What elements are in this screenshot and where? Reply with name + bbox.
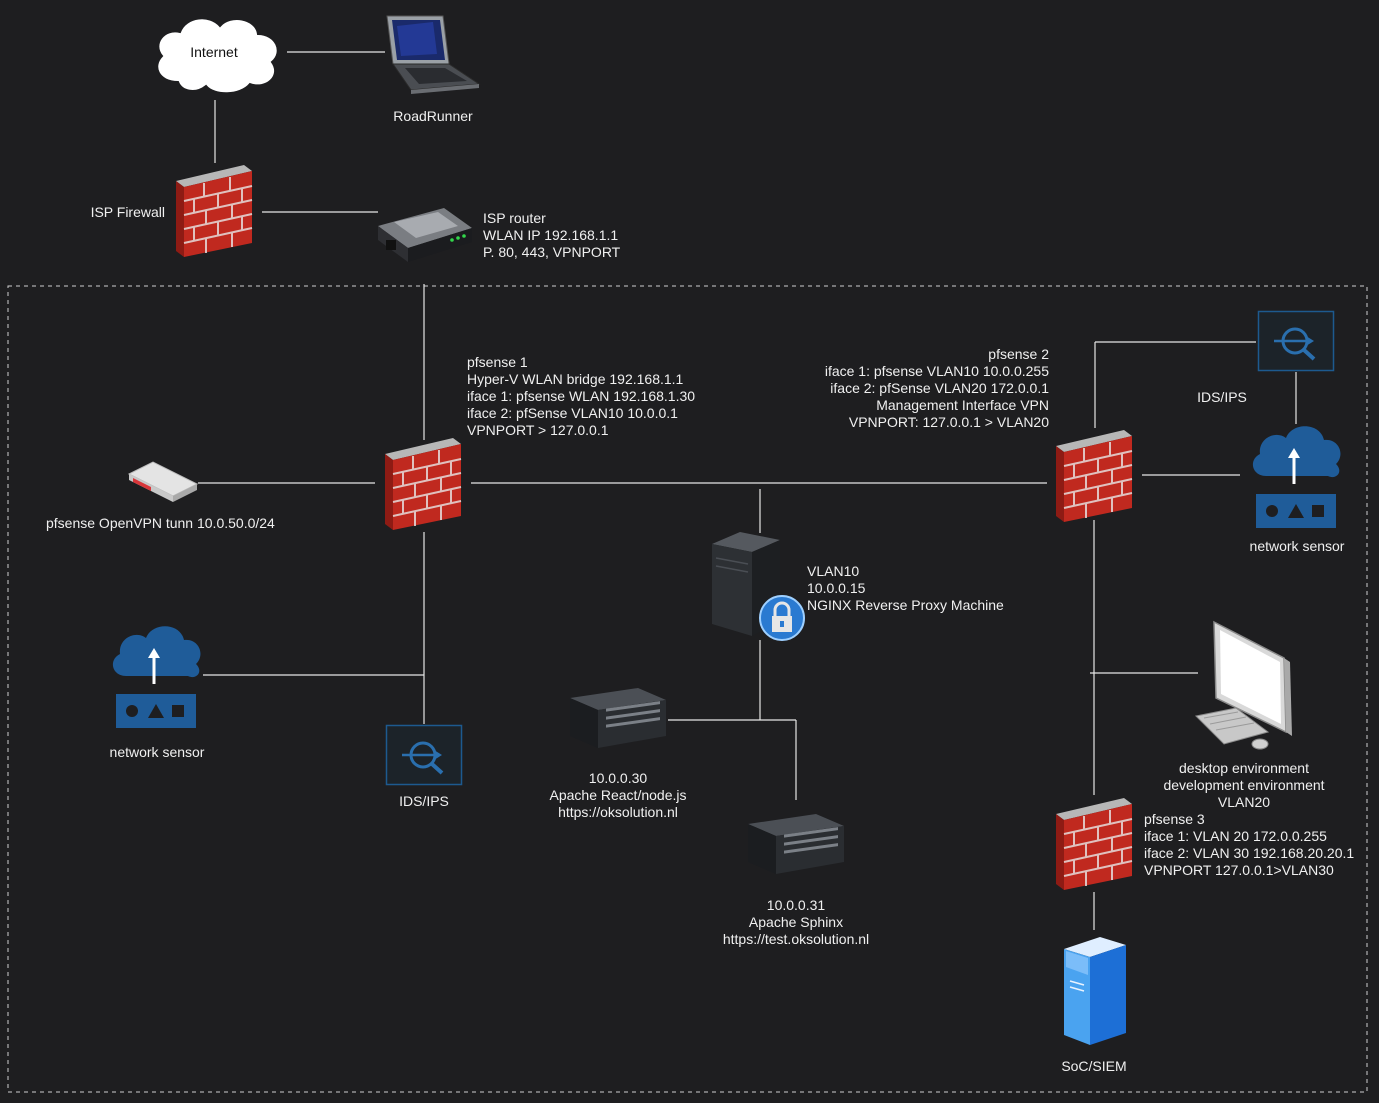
network-sensor-left[interactable] (108, 620, 204, 730)
network-sensor-icon (1252, 426, 1341, 528)
pfsense2-firewall[interactable] (1054, 428, 1134, 524)
network-boundary (7, 285, 1368, 1093)
pfsense2-line-2: iface 1: pfsense VLAN10 10.0.0.255 (824, 363, 1049, 379)
nginx-line-3: NGINX Reverse Proxy Machine (807, 597, 1004, 613)
laptop-icon (386, 15, 481, 94)
apache-react-line-3: https://oksolution.nl (558, 804, 678, 820)
ids-left-label: IDS/IPS (399, 793, 449, 809)
desktop-icon (1194, 620, 1292, 750)
isp-router-line-3: P. 80, 443, VPNPORT (483, 244, 621, 260)
apache-react-server[interactable] (568, 686, 668, 752)
pfsense3-label: pfsense 3 iface 1: VLAN 20 172.0.0.255 i… (1144, 811, 1354, 879)
sensor-left-label: network sensor (109, 744, 205, 760)
apache-sphinx-line-1: 10.0.0.31 (766, 897, 826, 913)
pfsense2-label: pfsense 2 iface 1: pfsense VLAN10 10.0.0… (789, 346, 1049, 431)
isp-router[interactable] (374, 204, 474, 266)
soc-siem-server[interactable] (1060, 935, 1130, 1047)
isp-firewall[interactable] (174, 163, 254, 259)
siem-server-icon (1064, 937, 1126, 1045)
ids-ips-icon (385, 724, 463, 786)
openvpn-label: pfsense OpenVPN tunn 10.0.50.0/24 (46, 515, 275, 531)
ids-ips-right[interactable] (1257, 310, 1335, 372)
vpn-appliance-icon (127, 461, 199, 502)
nginx-proxy-server[interactable] (710, 530, 810, 644)
apache-sphinx-server[interactable] (746, 812, 846, 878)
pfsense1-firewall[interactable] (383, 436, 463, 532)
apache-react-line-2: Apache React/node.js (549, 787, 687, 803)
pfsense1-line-1: pfsense 1 (467, 354, 528, 370)
isp-firewall-label: ISP Firewall (90, 204, 165, 220)
ids-ips-icon (1257, 310, 1335, 372)
pfsense2-line-4: Management Interface VPN (876, 397, 1049, 413)
apache-sphinx-line-3: https://test.oksolution.nl (722, 931, 870, 947)
soc-label: SoC/SIEM (1061, 1058, 1127, 1074)
pfsense1-line-2: Hyper-V WLAN bridge 192.168.1.1 (467, 371, 684, 387)
network-sensor-icon (112, 626, 201, 728)
rack-server-icon (748, 814, 844, 874)
nginx-line-2: 10.0.0.15 (807, 580, 866, 596)
pfsense2-line-1: pfsense 2 (988, 346, 1049, 362)
desktop-workstation[interactable] (1194, 620, 1294, 752)
apache-react-label: 10.0.0.30 Apache React/node.js https://o… (528, 770, 708, 821)
internet-label: Internet (190, 44, 238, 60)
cloud-icon (156, 17, 279, 95)
pfsense1-label: pfsense 1 Hyper-V WLAN bridge 192.168.1.… (467, 354, 695, 439)
roadrunner-label: RoadRunner (393, 108, 473, 124)
firewall-icon (176, 165, 253, 257)
ids-ips-left[interactable] (385, 724, 463, 786)
pfsense3-line-1: pfsense 3 (1144, 811, 1205, 827)
openvpn-appliance[interactable] (127, 460, 199, 504)
nginx-line-1: VLAN10 (807, 563, 860, 579)
firewall-icon (1056, 798, 1133, 890)
pfsense2-line-5: VPNPORT: 127.0.0.1 > VLAN20 (848, 414, 1049, 430)
rack-server-icon (570, 688, 666, 748)
pfsense3-firewall[interactable] (1054, 796, 1134, 892)
apache-react-line-1: 10.0.0.30 (588, 770, 648, 786)
roadrunner-laptop[interactable] (383, 14, 483, 94)
pfsense3-line-3: iface 2: VLAN 30 192.168.20.20.1 (1144, 845, 1355, 861)
router-icon (378, 208, 472, 262)
pfsense1-line-3: iface 1: pfsense WLAN 192.168.1.30 (467, 388, 696, 404)
pfsense2-line-3: iface 2: pfSense VLAN20 172.0.0.1 (830, 380, 1049, 396)
apache-sphinx-line-2: Apache Sphinx (748, 914, 844, 930)
desktop-line-1: desktop environment (1179, 760, 1309, 776)
pfsense1-line-4: iface 2: pfSense VLAN10 10.0.0.1 (467, 405, 678, 421)
isp-router-line-2: WLAN IP 192.168.1.1 (483, 227, 619, 243)
firewall-icon (1056, 430, 1133, 522)
network-sensor-right[interactable] (1248, 420, 1344, 530)
desktop-label: desktop environment development environm… (1134, 760, 1354, 811)
sensor-right-label: network sensor (1249, 538, 1345, 554)
pfsense1-line-5: VPNPORT > 127.0.0.1 (467, 422, 609, 438)
proxy-server-icon (712, 532, 805, 641)
isp-router-line-1: ISP router (483, 210, 546, 226)
firewall-icon (385, 438, 462, 530)
apache-sphinx-label: 10.0.0.31 Apache Sphinx https://test.oks… (705, 897, 887, 948)
isp-router-label: ISP router WLAN IP 192.168.1.1 P. 80, 44… (483, 210, 620, 261)
internet-node[interactable]: Internet (148, 12, 286, 98)
nginx-label: VLAN10 10.0.0.15 NGINX Reverse Proxy Mac… (807, 563, 1004, 614)
desktop-line-3: VLAN20 (1217, 794, 1271, 810)
pfsense3-line-4: VPNPORT 127.0.0.1>VLAN30 (1144, 862, 1334, 878)
desktop-line-2: development environment (1163, 777, 1325, 793)
ids-right-label: IDS/IPS (1197, 389, 1247, 405)
pfsense3-line-2: iface 1: VLAN 20 172.0.0.255 (1144, 828, 1327, 844)
